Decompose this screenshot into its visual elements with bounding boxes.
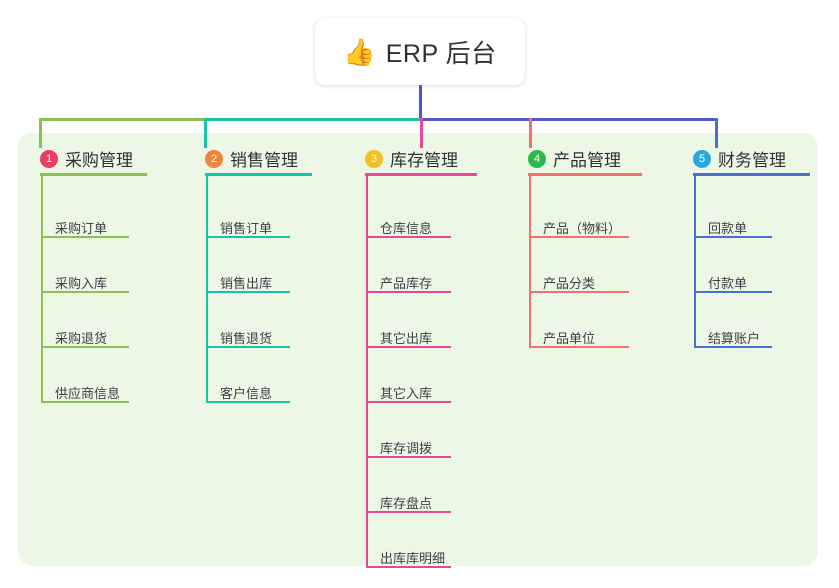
column-underline-5: [693, 173, 810, 176]
item-label[interactable]: 销售退货: [220, 331, 273, 346]
item-label[interactable]: 其它入库: [380, 386, 433, 401]
item-underline: [694, 291, 772, 293]
item-label[interactable]: 客户信息: [220, 386, 273, 401]
item-label[interactable]: 付款单: [708, 276, 748, 291]
item-label[interactable]: 结算账户: [708, 331, 761, 346]
diagram-panel: [18, 133, 818, 566]
item-underline: [366, 401, 451, 403]
item-underline: [366, 566, 451, 568]
column-badge-5: 5: [693, 149, 711, 168]
item-underline: [366, 456, 451, 458]
item-label[interactable]: 回款单: [708, 221, 748, 236]
item-label[interactable]: 销售出库: [220, 276, 273, 291]
item-underline: [529, 291, 629, 293]
drop-line-1: [39, 118, 42, 148]
item-underline: [366, 511, 451, 513]
item-underline: [41, 236, 129, 238]
item-label[interactable]: 产品（物料）: [543, 221, 622, 236]
item-label[interactable]: 采购入库: [55, 276, 108, 291]
item-underline: [366, 236, 451, 238]
drop-line-2: [204, 118, 207, 148]
root-node[interactable]: 👍 ERP 后台: [315, 18, 525, 85]
column-underline-1: [40, 173, 147, 176]
column-header-3[interactable]: 3 库存管理: [365, 146, 458, 171]
item-underline: [206, 236, 290, 238]
item-label[interactable]: 产品库存: [380, 276, 433, 291]
drop-line-5: [715, 118, 718, 148]
bus-segment-3: [420, 118, 717, 121]
item-label[interactable]: 采购退货: [55, 331, 108, 346]
item-label[interactable]: 库存盘点: [380, 496, 433, 511]
item-underline: [206, 346, 290, 348]
item-label[interactable]: 销售订单: [220, 221, 273, 236]
column-header-5[interactable]: 5 财务管理: [693, 146, 786, 171]
column-header-4[interactable]: 4 产品管理: [528, 146, 621, 171]
item-underline: [206, 291, 290, 293]
drop-line-3: [420, 118, 423, 148]
column-title-3: 库存管理: [390, 151, 458, 170]
root-node-label: ERP 后台: [385, 39, 497, 68]
root-stem-line: [419, 85, 422, 121]
column-title-4: 产品管理: [553, 151, 621, 170]
item-underline: [366, 346, 451, 348]
item-underline: [529, 346, 629, 348]
item-label[interactable]: 产品单位: [543, 331, 596, 346]
bus-segment-1: [39, 118, 204, 121]
bus-segment-2: [204, 118, 420, 121]
item-label[interactable]: 采购订单: [55, 221, 108, 236]
column-spine-2: [206, 176, 208, 401]
column-spine-4: [529, 176, 531, 346]
item-underline: [694, 346, 772, 348]
column-underline-2: [205, 173, 312, 176]
item-underline: [41, 346, 129, 348]
column-underline-3: [365, 173, 477, 176]
column-badge-2: 2: [205, 149, 223, 168]
column-header-1[interactable]: 1 采购管理: [40, 146, 133, 171]
item-label[interactable]: 产品分类: [543, 276, 596, 291]
item-underline: [694, 236, 772, 238]
column-badge-1: 1: [40, 149, 58, 168]
column-underline-4: [528, 173, 642, 176]
column-badge-4: 4: [528, 149, 546, 168]
column-spine-3: [366, 176, 368, 566]
item-underline: [529, 236, 629, 238]
item-underline: [366, 291, 451, 293]
item-label[interactable]: 供应商信息: [55, 386, 121, 401]
drop-line-4: [529, 118, 532, 148]
thumbs-up-icon: 👍: [343, 36, 376, 67]
item-underline: [41, 401, 129, 403]
item-label[interactable]: 出库库明细: [380, 551, 446, 566]
item-underline: [206, 401, 290, 403]
column-badge-3: 3: [365, 149, 383, 168]
column-title-1: 采购管理: [65, 151, 133, 170]
column-spine-1: [41, 176, 43, 401]
column-spine-5: [694, 176, 696, 346]
item-label[interactable]: 其它出库: [380, 331, 433, 346]
column-title-2: 销售管理: [230, 151, 298, 170]
column-header-2[interactable]: 2 销售管理: [205, 146, 298, 171]
column-title-5: 财务管理: [718, 151, 786, 170]
item-label[interactable]: 库存调拨: [380, 441, 433, 456]
item-label[interactable]: 仓库信息: [380, 221, 433, 236]
item-underline: [41, 291, 129, 293]
